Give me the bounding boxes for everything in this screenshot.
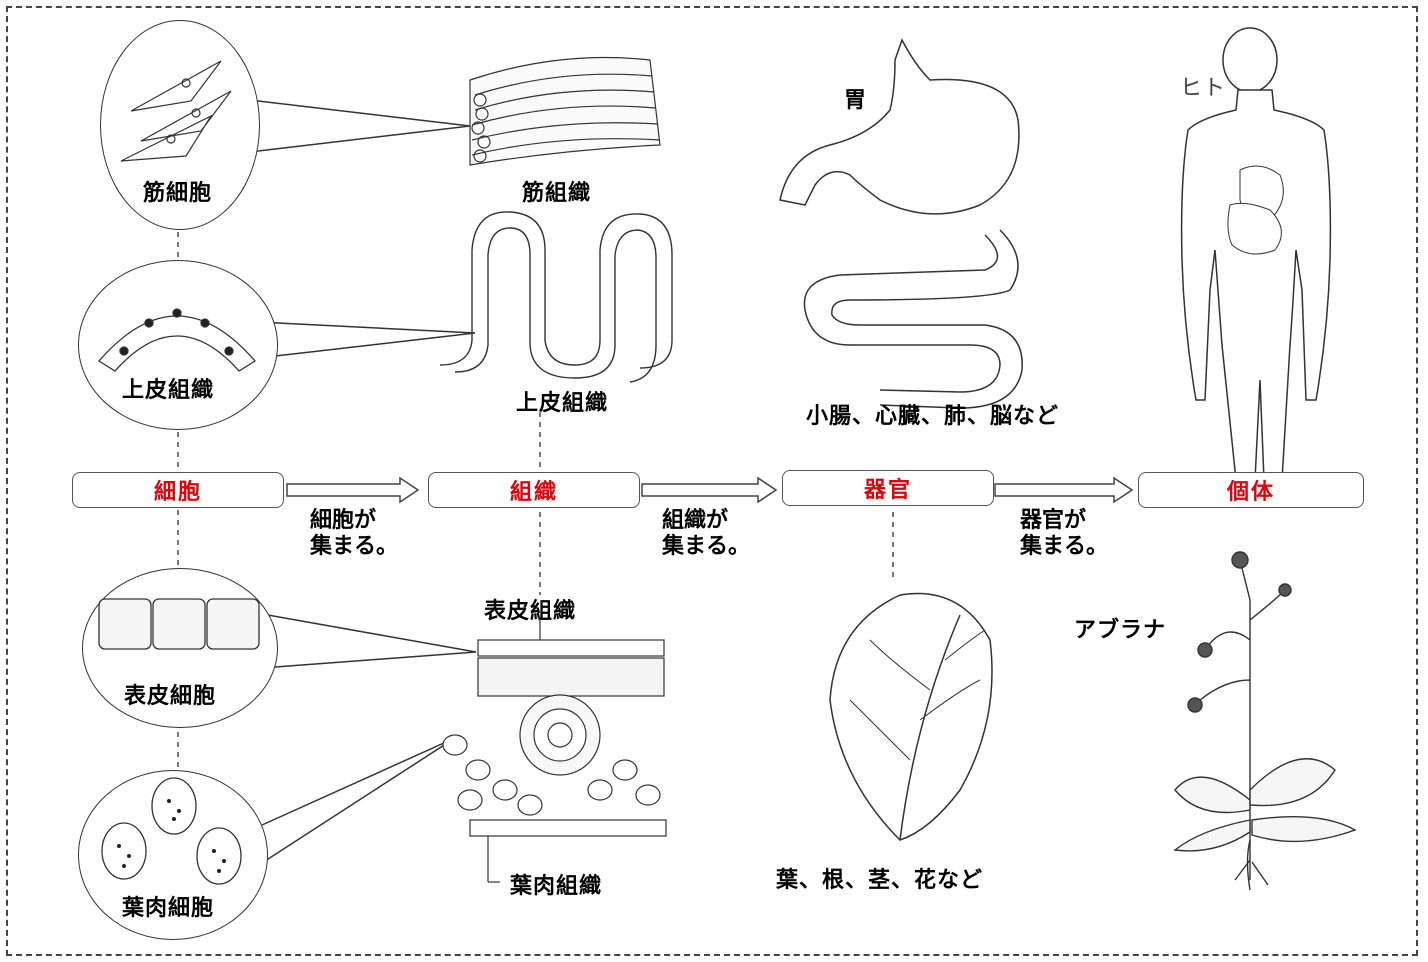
transition-1-line1: 細胞が: [310, 508, 398, 534]
label-epithelial-tissue: 上皮組織: [516, 385, 608, 417]
label-plant-organs: 葉、根、茎、花など: [776, 862, 983, 894]
arrow-tissue-to-organ: [642, 478, 776, 502]
epithelial-cell-circle: [78, 260, 278, 430]
stage-organ-label: 器官: [864, 472, 912, 504]
stage-individual-label: 個体: [1227, 474, 1275, 506]
label-epidermal-tissue: 表皮組織: [484, 593, 576, 625]
transition-3-line2: 集まる。: [1020, 534, 1108, 560]
stage-tissue-label: 組織: [510, 474, 558, 506]
label-human: ヒト: [1180, 70, 1226, 102]
plant-drawing: [1175, 552, 1355, 890]
transition-2-line2: 集まる。: [662, 534, 750, 560]
stomach-drawing: [780, 40, 1019, 214]
label-mesophyll-tissue: 葉肉組織: [510, 868, 602, 900]
leaf-tissue-drawing: [443, 640, 666, 836]
leaf-drawing: [830, 593, 992, 840]
label-epithelial-cell: 上皮組織: [122, 372, 214, 404]
epithelial-tissue-drawing: [440, 212, 672, 382]
intestine-drawing: [804, 230, 1022, 408]
label-muscle-tissue: 筋組織: [522, 175, 591, 207]
arrow-organ-to-individual: [995, 478, 1132, 502]
label-muscle-cell: 筋細胞: [143, 175, 212, 207]
label-plant: アブラナ: [1074, 612, 1166, 644]
stage-cell: 細胞: [72, 472, 284, 508]
transition-note-1: 細胞が集まる。: [310, 508, 398, 560]
transition-2-line1: 組織が: [662, 508, 750, 534]
transition-1-line2: 集まる。: [310, 534, 398, 560]
stage-tissue: 組織: [428, 472, 640, 508]
label-animal-organs: 小腸、心臓、肺、脳など: [806, 398, 1059, 430]
muscle-tissue-drawing: [470, 58, 660, 166]
transition-note-2: 組織が集まる。: [662, 508, 750, 560]
stage-individual: 個体: [1138, 472, 1364, 508]
label-mesophyll-cell: 葉肉細胞: [122, 890, 214, 922]
stage-organ: 器官: [782, 470, 994, 506]
transition-3-line1: 器官が: [1020, 508, 1108, 534]
arrow-cell-to-tissue: [287, 478, 418, 502]
label-epidermal-cell: 表皮細胞: [124, 678, 216, 710]
label-stomach: 胃: [844, 82, 867, 114]
transition-note-3: 器官が集まる。: [1020, 508, 1108, 560]
stage-cell-label: 細胞: [154, 474, 202, 506]
